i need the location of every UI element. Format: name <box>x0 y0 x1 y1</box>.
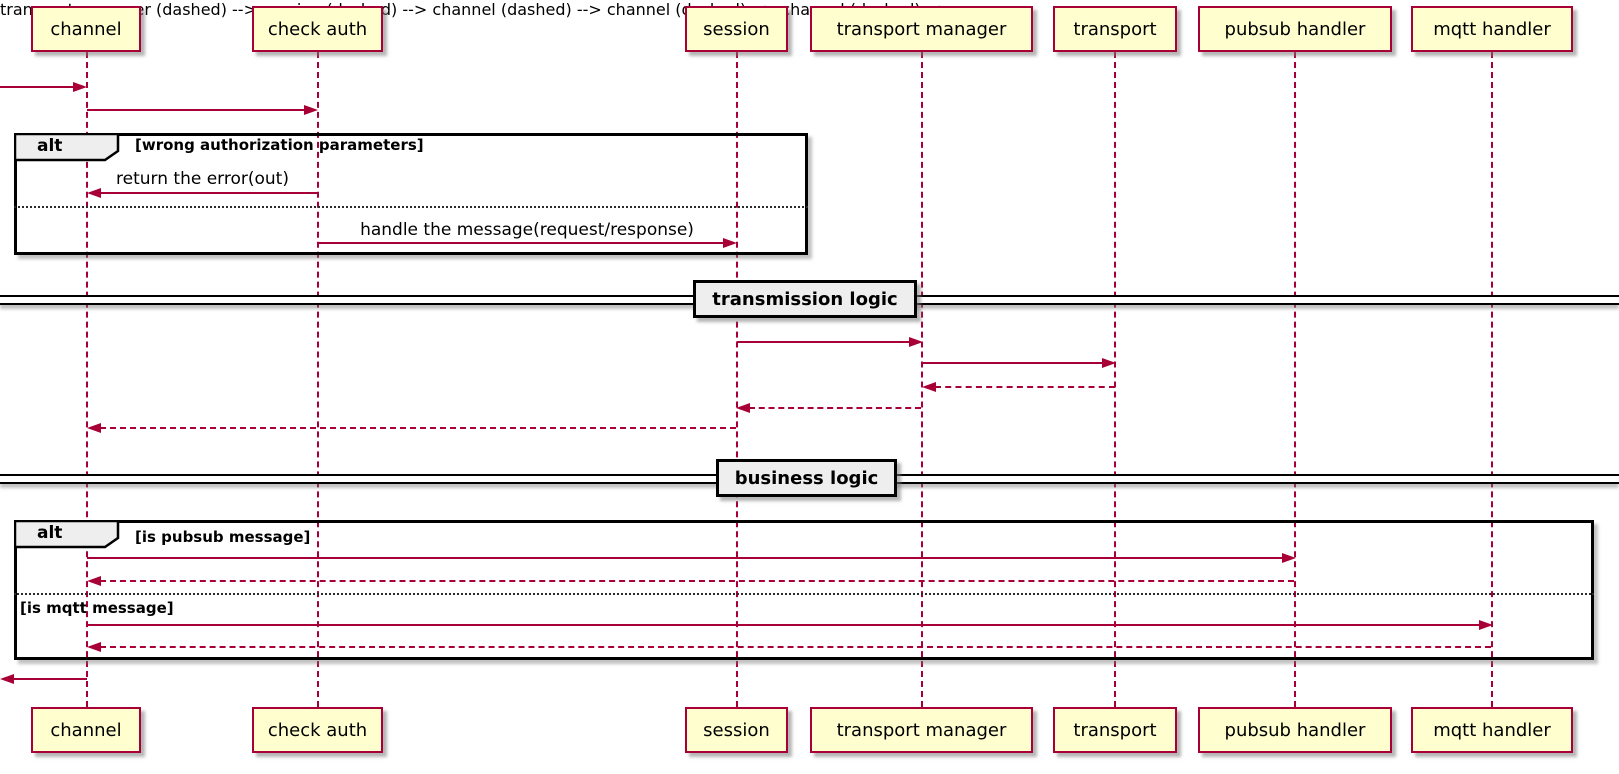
divider-business-label: business logic <box>716 459 897 497</box>
msg-return-error-line <box>99 192 317 194</box>
participant-mqtt-handler-top: mqtt handler <box>1411 6 1573 52</box>
divider-transmission-label: transmission logic <box>693 280 917 318</box>
alt-frame-1-tab <box>14 133 120 162</box>
arrowhead-right-icon <box>73 82 87 92</box>
msg-out-line <box>12 678 87 680</box>
msg-in-line <box>0 86 76 88</box>
participant-label: mqtt handler <box>1433 18 1551 40</box>
participant-label: session <box>703 18 770 40</box>
lifeline-channel <box>86 52 88 707</box>
participant-channel-bottom: channel <box>31 707 141 753</box>
arrowhead-left-icon <box>87 642 101 652</box>
participant-label: check auth <box>267 719 368 741</box>
msg-check-auth-line <box>87 109 304 111</box>
lifeline-check-auth <box>317 52 319 707</box>
alt-frame-1-keyword: alt <box>37 136 63 156</box>
alt-frame-2-condition-pubsub: [is pubsub message] <box>135 528 311 546</box>
msg-return-error-label: return the error(out) <box>116 169 289 189</box>
msg-session-return-line <box>100 427 736 429</box>
participant-label: pubsub handler <box>1224 18 1366 40</box>
lifeline-session <box>736 52 738 707</box>
participant-label: mqtt handler <box>1433 719 1551 741</box>
arrowhead-left-icon <box>922 382 936 392</box>
alt-frame-2 <box>14 520 1594 660</box>
arrowhead-right-icon <box>1282 553 1296 563</box>
alt-frame-1 <box>14 133 808 255</box>
participant-check-auth-top: check auth <box>252 6 383 52</box>
arrowhead-right-icon <box>304 105 318 115</box>
participant-transport-manager-top: transport manager <box>810 6 1033 52</box>
alt-frame-2-else-divider <box>14 593 1594 595</box>
divider-transmission-text: transmission logic <box>712 288 898 310</box>
participant-label: pubsub handler <box>1224 719 1366 741</box>
arrowhead-left-icon <box>736 403 750 413</box>
arrowhead-right-icon <box>909 337 923 347</box>
participant-label: transport manager <box>836 18 1007 40</box>
msg-to-pubsub-line <box>87 557 1282 559</box>
msg-mqtt-return-line <box>100 646 1491 648</box>
msg-tm-to-transport-line <box>922 362 1102 364</box>
participant-label: channel <box>50 719 122 741</box>
alt-frame-2-tab <box>14 520 120 549</box>
participant-pubsub-handler-bottom: pubsub handler <box>1198 707 1392 753</box>
participant-label: session <box>703 719 770 741</box>
alt-frame-2-keyword: alt <box>37 523 63 543</box>
msg-to-mqtt-line <box>87 624 1479 626</box>
arrowhead-left-icon <box>0 674 14 684</box>
participant-label: transport manager <box>836 719 1007 741</box>
participant-mqtt-handler-bottom: mqtt handler <box>1411 707 1573 753</box>
participant-channel-top: channel <box>31 6 141 52</box>
arrowhead-left-icon <box>87 576 101 586</box>
msg-session-to-tm-line <box>737 341 909 343</box>
arrowhead-left-icon <box>87 188 101 198</box>
msg-transport-return-line <box>935 386 1115 388</box>
participant-transport-bottom: transport <box>1053 707 1177 753</box>
lifeline-transport <box>1114 52 1116 707</box>
lifeline-pubsub-handler <box>1294 52 1296 707</box>
participant-session-top: session <box>685 6 788 52</box>
participant-label: check auth <box>267 18 368 40</box>
lifeline-mqtt-handler <box>1491 52 1493 707</box>
alt-frame-1-else-divider <box>14 206 808 208</box>
participant-session-bottom: session <box>685 707 788 753</box>
alt-frame-2-condition-mqtt: [is mqtt message] <box>20 599 174 617</box>
participant-pubsub-handler-top: pubsub handler <box>1198 6 1392 52</box>
participant-label: transport <box>1073 18 1157 40</box>
participant-label: transport <box>1073 719 1157 741</box>
arrowhead-right-icon <box>1479 620 1493 630</box>
lifeline-transport-manager <box>921 52 923 707</box>
participant-label: channel <box>50 18 122 40</box>
msg-pubsub-return-line <box>100 580 1294 582</box>
participant-check-auth-bottom: check auth <box>252 707 383 753</box>
alt-frame-1-condition: [wrong authorization parameters] <box>135 136 424 154</box>
participant-transport-manager-bottom: transport manager <box>810 707 1033 753</box>
participant-transport-top: transport <box>1053 6 1177 52</box>
arrowhead-right-icon <box>723 238 737 248</box>
arrowhead-left-icon <box>87 423 101 433</box>
msg-handle-message-line <box>318 242 723 244</box>
msg-handle-message-label: handle the message(request/response) <box>360 220 694 240</box>
msg-tm-return-line <box>749 407 921 409</box>
arrowhead-right-icon <box>1102 358 1116 368</box>
divider-business-text: business logic <box>734 467 879 489</box>
